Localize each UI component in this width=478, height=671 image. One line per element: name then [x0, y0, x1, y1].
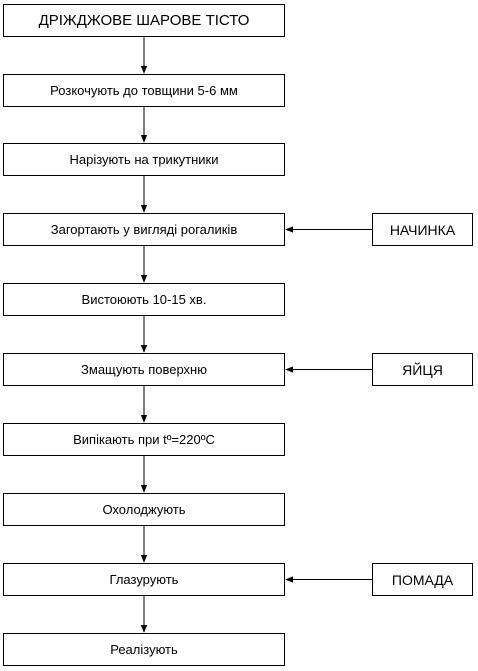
- flow-step-glaze: Глазурують: [3, 563, 285, 596]
- flow-step-sell: Реалізують: [3, 633, 285, 666]
- flow-step-wrap-rolls: Загортають у вигляді рогаликів: [3, 213, 285, 246]
- flow-step-bake: Випікають при tº=220ºC: [3, 423, 285, 456]
- flow-step-brush-surface: Змащують поверхню: [3, 353, 285, 386]
- flow-step-cool: Охолоджують: [3, 493, 285, 526]
- input-eggs: ЯЙЦЯ: [372, 353, 473, 386]
- flow-step-roll-out: Розкочують до товщини 5-6 мм: [3, 74, 285, 107]
- flow-step-cut-triangles: Нарізують на трикутники: [3, 143, 285, 176]
- flow-step-dough: ДРІЖДЖОВЕ ШАРОВЕ ТІСТО: [3, 4, 285, 37]
- flow-step-proof: Вистоюють 10-15 хв.: [3, 283, 285, 316]
- input-filling: НАЧИНКА: [372, 213, 473, 246]
- input-fondant: ПОМАДА: [372, 563, 473, 596]
